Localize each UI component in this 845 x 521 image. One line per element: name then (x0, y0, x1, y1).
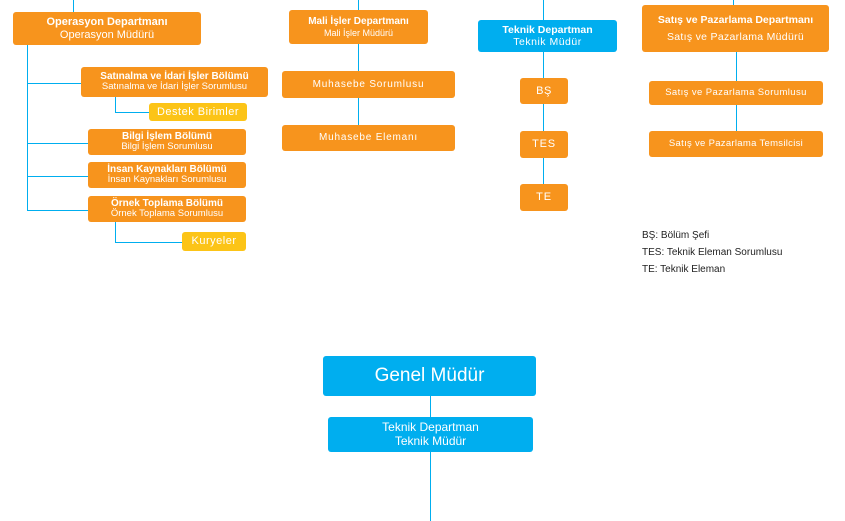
tes-box: TES (520, 131, 568, 158)
legend-item-te: TE: Teknik Eleman (642, 264, 726, 275)
satis-subtitle: Satış ve Pazarlama Müdürü (666, 31, 805, 43)
destek-label: Destek Birimler (156, 105, 240, 118)
muhasebe-elemani-box: Muhasebe Elemanı (282, 125, 455, 151)
satis-department-box: Satış ve Pazarlama Departmanı Satış ve P… (642, 5, 829, 52)
mali-title: Mali İşler Departmanı (308, 16, 409, 28)
connector (115, 222, 116, 242)
bottom-teknik-title: Teknik Departman (382, 419, 479, 434)
connector (27, 210, 88, 211)
connector (27, 83, 81, 84)
connector (358, 44, 359, 71)
legend-item-bs: BŞ: Bölüm Şefi (642, 230, 710, 241)
bilgi-islem-box: Bilgi İşlem Bölümü Bilgi İşlem Sorumlusu (88, 129, 246, 155)
connector (27, 176, 88, 177)
mali-subtitle: Mali İşler Müdürü (323, 27, 394, 38)
connector (736, 52, 737, 81)
legend: BŞ: Bölüm Şefi TES: Teknik Eleman Soruml… (642, 227, 782, 278)
insan-title: İnsan Kaynakları Bölümü (107, 163, 227, 175)
te-box: TE (520, 184, 568, 211)
bottom-teknik-department-box: Teknik Departman Teknik Müdür (328, 417, 533, 452)
connector (733, 0, 734, 5)
tes-label: TES (532, 138, 556, 151)
satis-temsilcisi-box: Satış ve Pazarlama Temsilcisi (649, 131, 823, 157)
ornek-subtitle: Örnek Toplama Sorumlusu (110, 208, 224, 220)
connector (543, 0, 544, 20)
connector (115, 112, 149, 113)
satinalma-title: Satınalma ve İdari İşler Bölümü (100, 70, 249, 82)
insan-subtitle: İnsan Kaynakları Sorumlusu (107, 174, 227, 186)
connector (115, 242, 182, 243)
connector (543, 158, 544, 184)
kuryeler-label: Kuryeler (191, 235, 237, 248)
bilgi-title: Bilgi İşlem Bölümü (121, 130, 212, 142)
genel-mudur-label: Genel Müdür (374, 365, 485, 387)
bottom-teknik-subtitle: Teknik Müdür (394, 433, 467, 448)
operasyon-department-box: Operasyon Departmanı Operasyon Müdürü (13, 12, 201, 45)
muhasebe-elemani-label: Muhasebe Elemanı (319, 132, 418, 144)
satis-temsilcisi-label: Satış ve Pazarlama Temsilcisi (668, 137, 804, 149)
ornek-toplama-box: Örnek Toplama Bölümü Örnek Toplama Sorum… (88, 196, 246, 222)
bilgi-subtitle: Bilgi İşlem Sorumlusu (121, 141, 213, 153)
muhasebe-sorumlusu-box: Muhasebe Sorumlusu (282, 71, 455, 98)
kuryeler-box: Kuryeler (182, 232, 246, 251)
satis-title: Satış ve Pazarlama Departmanı (657, 13, 814, 26)
connector (358, 0, 359, 10)
legend-item-tes: TES: Teknik Eleman Sorumlusu (642, 247, 783, 258)
satis-sorumlusu-label: Satış ve Pazarlama Sorumlusu (665, 86, 807, 98)
te-label: TE (536, 191, 552, 204)
genel-mudur-box: Genel Müdür (323, 356, 536, 396)
bs-box: BŞ (520, 78, 568, 104)
connector (27, 143, 88, 144)
satinalma-subtitle: Satınalma ve İdari İşler Sorumlusu (101, 81, 248, 93)
insan-kaynaklari-box: İnsan Kaynakları Bölümü İnsan Kaynakları… (88, 162, 246, 188)
connector (543, 52, 544, 78)
destek-birimler-box: Destek Birimler (149, 103, 247, 121)
bs-label: BŞ (536, 84, 552, 97)
connector (358, 98, 359, 125)
teknik-subtitle: Teknik Müdür (513, 36, 582, 48)
connector (543, 104, 544, 131)
connector (430, 452, 431, 521)
ornek-title: Örnek Toplama Bölümü (110, 197, 224, 209)
muhasebe-sorumlusu-label: Muhasebe Sorumlusu (312, 78, 425, 90)
teknik-department-box: Teknik Departman Teknik Müdür (478, 20, 617, 52)
connector (27, 44, 28, 210)
satinalma-section-box: Satınalma ve İdari İşler Bölümü Satınalm… (81, 67, 268, 97)
operasyon-subtitle: Operasyon Müdürü (59, 28, 155, 41)
mali-department-box: Mali İşler Departmanı Mali İşler Müdürü (289, 10, 428, 44)
satis-sorumlusu-box: Satış ve Pazarlama Sorumlusu (649, 81, 823, 105)
connector (115, 97, 116, 112)
connector (430, 396, 431, 417)
connector (73, 0, 74, 12)
operasyon-title: Operasyon Departmanı (46, 15, 168, 28)
connector (736, 105, 737, 131)
teknik-title: Teknik Departman (502, 23, 593, 36)
